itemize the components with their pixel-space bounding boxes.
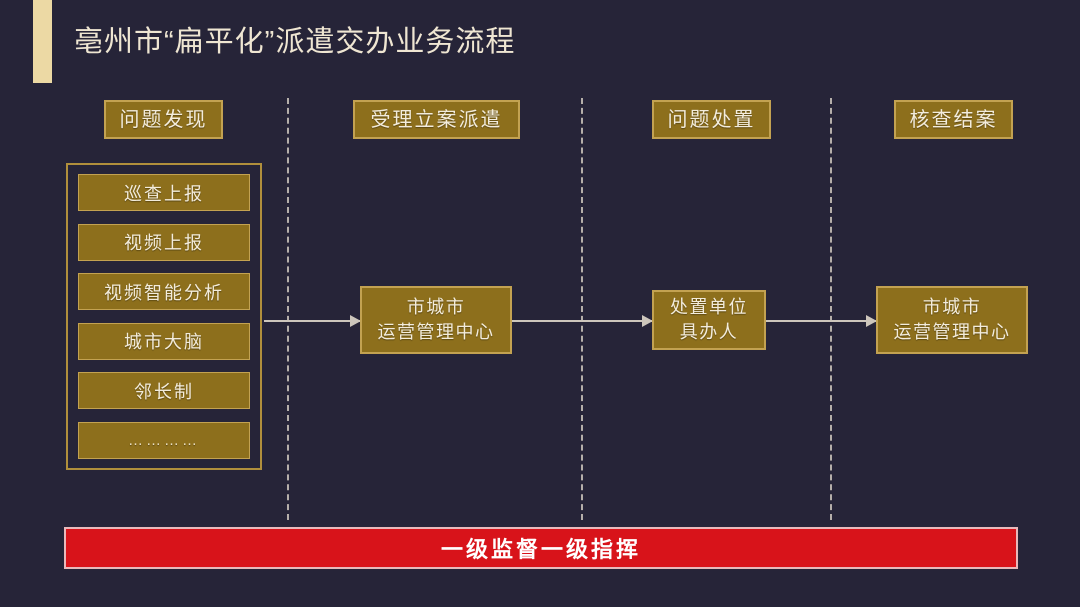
list-item[interactable]: 巡查上报 xyxy=(78,174,250,211)
process-node-handling-unit[interactable]: 处置单位 具办人 xyxy=(652,290,766,350)
process-node-city-operation-center-2[interactable]: 市城市 运营管理中心 xyxy=(876,286,1028,354)
stage-header-problem-discovery[interactable]: 问题发现 xyxy=(104,100,223,139)
column-divider-1 xyxy=(287,98,289,520)
stage-header-verification-closure[interactable]: 核查结案 xyxy=(894,100,1013,139)
bottom-banner: 一级监督一级指挥 xyxy=(64,527,1018,569)
page-title: 亳州市“扁平化”派遣交办业务流程 xyxy=(74,26,516,58)
list-item[interactable]: 视频智能分析 xyxy=(78,273,250,311)
node-line-1: 市城市 xyxy=(406,297,466,318)
node-line-1: 处置单位 xyxy=(670,297,748,318)
arrow-connector-3 xyxy=(766,315,877,327)
node-line-2: 具办人 xyxy=(679,322,739,342)
list-item[interactable]: 邻长制 xyxy=(78,372,250,410)
arrow-connector-2 xyxy=(512,315,653,327)
arrow-connector-1 xyxy=(264,315,361,327)
node-line-2: 运营管理中心 xyxy=(377,322,495,342)
process-node-city-operation-center-1[interactable]: 市城市 运营管理中心 xyxy=(360,286,512,354)
column-divider-2 xyxy=(581,98,583,520)
list-item[interactable]: 城市大脑 xyxy=(78,322,250,360)
column-divider-3 xyxy=(830,98,832,520)
list-item-ellipsis[interactable]: ………… xyxy=(78,421,250,459)
source-list-container: 巡查上报 视频上报 视频智能分析 城市大脑 邻长制 ………… xyxy=(66,163,262,470)
node-line-2: 运营管理中心 xyxy=(893,322,1011,342)
stage-header-problem-handling[interactable]: 问题处置 xyxy=(652,100,771,139)
node-line-1: 市城市 xyxy=(922,297,982,318)
title-accent-bar xyxy=(33,0,52,83)
stage-header-acceptance-dispatch[interactable]: 受理立案派遣 xyxy=(353,100,520,139)
list-item[interactable]: 视频上报 xyxy=(78,223,250,261)
